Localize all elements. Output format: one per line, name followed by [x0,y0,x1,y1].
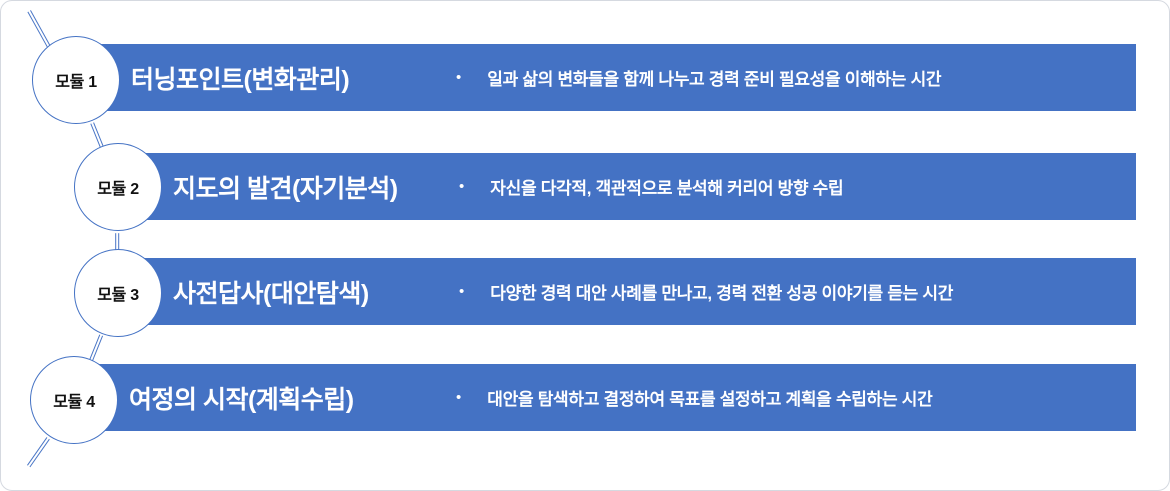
module-1-bar: 터닝포인트(변화관리) • 일과 삶의 변화들을 함께 나누고 경력 준비 필요… [77,44,1136,111]
module-2-bar: 지도의 발견(자기분석) • 자신을 다각적, 객관적으로 분석해 커리어 방향… [101,153,1136,220]
module-3-description: 다양한 경력 대안 사례를 만나고, 경력 전환 성공 이야기를 듣는 시간 [490,284,954,303]
module-1-badge-circle: 모듈 1 [32,36,120,124]
bullet-icon: • [459,178,465,195]
module-3-badge-circle: 모듈 3 [74,249,162,337]
bullet-icon: • [456,389,462,406]
module-1-title: 터닝포인트(변화관리) [131,65,350,94]
module-3-title: 사전답사(대안탐색) [173,279,369,308]
module-2-badge-circle: 모듈 2 [74,143,162,231]
module-3-badge-label: 모듈 3 [97,287,139,304]
connector-line-top [27,10,51,48]
bullet-icon: • [459,283,465,300]
module-1-badge-label: 모듈 1 [55,74,97,91]
module-4-badge-label: 모듈 4 [53,394,95,411]
module-2-title: 지도의 발견(자기분석) [173,174,398,203]
connector-line-3-4 [88,334,104,362]
module-4-title: 여정의 시작(계획수립) [129,385,354,414]
module-4-description: 대안을 탐색하고 결정하여 목표를 설정하고 계획을 수립하는 시간 [487,390,933,409]
module-3-bar: 사전답사(대안탐색) • 다양한 경력 대안 사례를 만나고, 경력 전환 성공… [101,258,1136,325]
module-4-badge-circle: 모듈 4 [30,356,118,444]
module-2-description: 자신을 다각적, 객관적으로 분석해 커리어 방향 수립 [490,179,844,198]
connector-line-bottom [26,436,50,468]
module-1-description: 일과 삶의 변화들을 함께 나누고 경력 준비 필요성을 이해하는 시간 [487,70,942,89]
bullet-icon: • [456,69,462,86]
module-2-badge-label: 모듈 2 [97,181,139,198]
module-4-bar: 여정의 시작(계획수립) • 대안을 탐색하고 결정하여 목표를 설정하고 계획… [91,364,1136,431]
